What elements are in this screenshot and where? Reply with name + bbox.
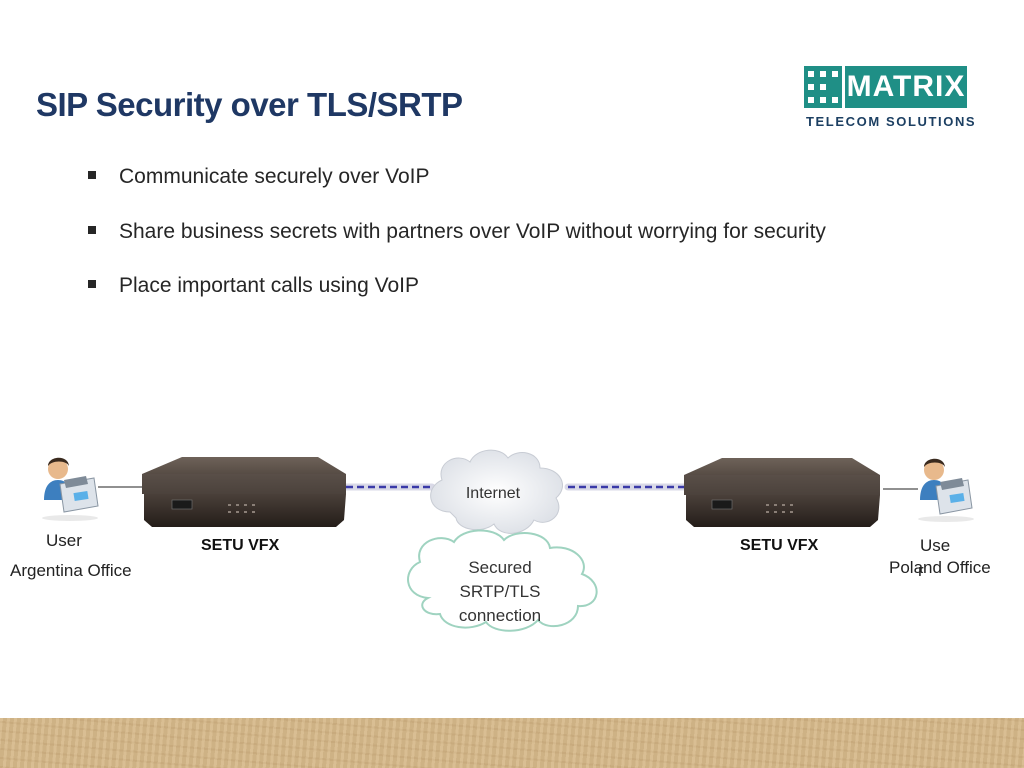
secure-connection-label: Secured SRTP/TLS connection xyxy=(440,556,560,628)
secure-connection-line: Secured xyxy=(468,558,532,577)
bullet-text: Communicate securely over VoIP xyxy=(119,165,430,188)
bullet-square-icon xyxy=(88,171,96,179)
secure-connection-line: SRTP/TLS xyxy=(459,582,541,601)
slide-title: SIP Security over TLS/SRTP xyxy=(36,86,463,123)
right-user-phone-icon xyxy=(918,458,974,522)
left-user-label: User xyxy=(46,531,82,550)
left-router-device-icon xyxy=(142,457,346,527)
bullet-square-icon xyxy=(88,225,96,234)
bullet-list: Communicate securely over VoIP Share bus… xyxy=(88,163,826,327)
secure-connection-line: connection xyxy=(458,606,542,625)
logo-tagline: TELECOM SOLUTIONS xyxy=(806,114,977,129)
bullet-item: Communicate securely over VoIP xyxy=(88,163,826,218)
left-office-label: Argentina Office xyxy=(10,561,132,580)
bullet-item: Share business secrets with partners ove… xyxy=(88,218,826,273)
logo-wordmark: MATRIX xyxy=(845,66,967,108)
matrix-logo: MATRIX TELECOM SOLUTIONS xyxy=(804,66,977,132)
bullet-item: Place important calls using VoIP xyxy=(88,272,826,327)
bullet-text: Place important calls using VoIP xyxy=(119,274,419,297)
right-router-device-icon xyxy=(684,458,880,527)
left-user-phone-icon xyxy=(42,457,99,521)
bullet-text: Share business secrets with partners ove… xyxy=(119,219,826,243)
bullet-square-icon xyxy=(88,280,96,288)
logo-dot-grid-icon xyxy=(804,66,842,108)
footer-wood-band xyxy=(0,718,1024,768)
left-device-label: SETU VFX xyxy=(201,537,280,554)
right-user-label-wrap: r xyxy=(918,561,924,580)
internet-cloud-icon xyxy=(430,449,563,534)
secure-connection-cloud-icon xyxy=(407,529,598,632)
right-user-label: Use xyxy=(920,536,951,555)
right-office-label: Poland Office xyxy=(889,558,991,577)
internet-label: Internet xyxy=(465,485,521,502)
right-device-label: SETU VFX xyxy=(740,537,819,554)
